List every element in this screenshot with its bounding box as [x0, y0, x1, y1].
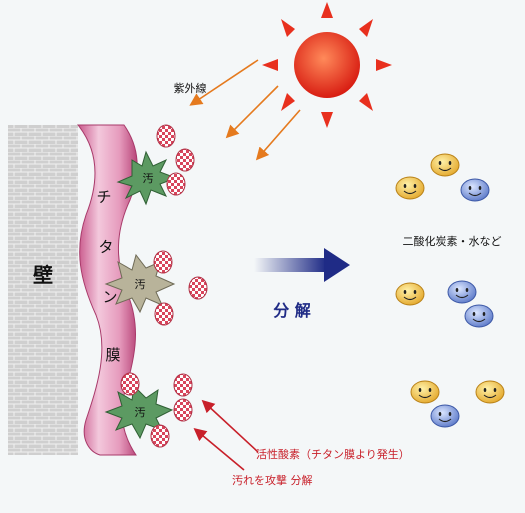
oxygen-arrow [193, 427, 245, 471]
sun-icon [262, 2, 392, 128]
dirt-particle [153, 250, 173, 274]
dirt-particles [120, 124, 208, 448]
dirt-particle [173, 373, 193, 397]
smiley-yellow-icon [395, 282, 425, 306]
decompose-label: 分 解 [273, 301, 311, 320]
smiley-yellow-icon [475, 380, 505, 404]
wall-bricks [8, 125, 78, 455]
smiley-yellow-icon [410, 380, 440, 404]
smiley-yellow-icon [430, 153, 460, 177]
dirt-particle [175, 148, 195, 172]
dirt-particle [166, 172, 186, 196]
dirt-particle [120, 372, 140, 396]
products-label: 二酸化炭素・水など [403, 234, 502, 248]
uv-arrow [255, 109, 301, 161]
film-label-char: タ [98, 238, 113, 256]
attack-label: 汚れを攻撃 分解 [232, 473, 313, 487]
uv-arrows [189, 59, 301, 161]
uv-arrow [189, 59, 259, 106]
dirt-particle [173, 398, 193, 422]
active-oxygen-label: 活性酸素（チタン膜より発生） [256, 447, 410, 461]
dirt-splat-top: 汚 [116, 150, 178, 206]
dirt-particle [188, 276, 208, 300]
smiley-blue-icon [430, 404, 460, 428]
film-label-char: 膜 [105, 346, 120, 364]
smiley-blue-icon [460, 178, 490, 202]
dirt-particle [156, 124, 176, 148]
smiley-blue-icon [464, 304, 494, 328]
decompose-arrow [254, 248, 350, 282]
oxygen-arrow [201, 399, 259, 453]
titanium-film-label: チ タ ン 膜 [96, 188, 120, 364]
active-oxygen-arrows [193, 399, 259, 471]
uv-label: 紫外線 [174, 81, 207, 95]
smiley-yellow-icon [395, 176, 425, 200]
uv-arrow [225, 85, 279, 139]
smiley-blue-icon [447, 280, 477, 304]
titanium-film [76, 124, 138, 456]
dirt-particle [150, 424, 170, 448]
product-molecules [395, 153, 505, 428]
dirt-particle [154, 302, 174, 326]
dirt-label: 汚 [143, 172, 154, 185]
dirt-label: 汚 [135, 406, 146, 419]
dirt-label: 汚 [135, 278, 146, 291]
film-label-char: ン [102, 288, 117, 306]
film-label-char: チ [96, 188, 111, 206]
wall-label: 壁 [33, 263, 53, 287]
